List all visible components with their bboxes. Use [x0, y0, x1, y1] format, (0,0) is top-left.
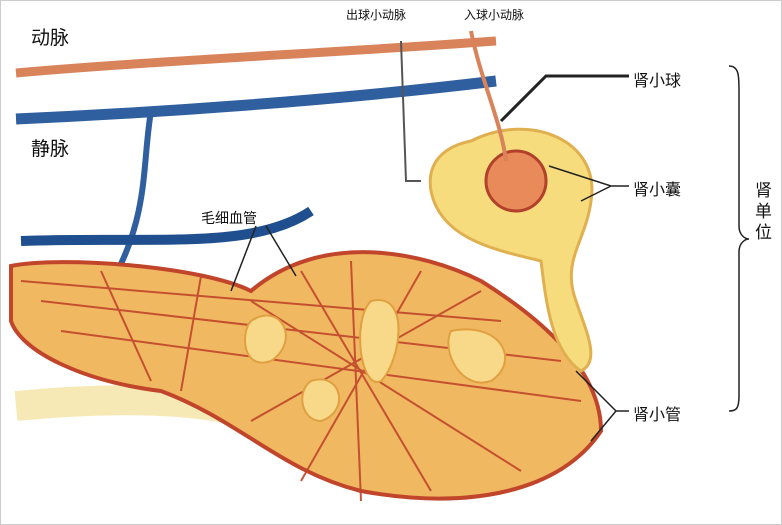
vein	[15, 75, 497, 125]
artery	[15, 36, 497, 78]
capillary-network	[9, 250, 604, 501]
label-bowmans-capsule: 肾小囊	[633, 180, 682, 199]
label-capillary: 毛细血管	[201, 211, 257, 227]
label-glomerulus: 肾小球	[633, 71, 682, 90]
label-vein: 静脉	[31, 138, 70, 160]
label-renal-tubule: 肾小管	[633, 405, 682, 424]
label-efferent-arteriole: 出球小动脉	[346, 8, 407, 22]
label-afferent-arteriole: 入球小动脉	[464, 8, 525, 22]
nephron-brace	[728, 65, 750, 412]
glomerulus	[484, 149, 548, 213]
label-artery: 动脉	[31, 27, 70, 49]
bowmans-capsule	[428, 127, 594, 373]
label-nephron: 肾单位	[751, 181, 771, 244]
